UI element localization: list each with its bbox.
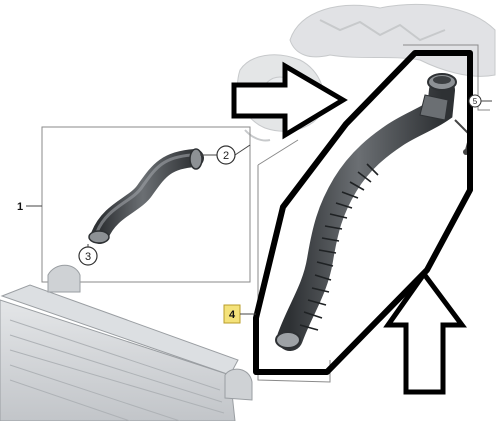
part5-callout-label: 5 [473,97,478,106]
part3-callout-label: 3 [85,251,91,263]
part4-hose [275,73,472,351]
part5-callout-circle [468,94,482,108]
part2-callout-circle [216,145,236,165]
part1-hose [88,148,204,244]
part1-callout-label: 1 [17,201,23,213]
part4-highlight-outline [253,50,473,375]
part2-callout-label: 2 [223,150,229,162]
part1-detail-box [41,126,251,283]
part3-callout-circle [78,246,98,266]
right-arrow-icon [231,61,348,140]
intercooler [0,264,253,421]
part4-callout-label: 4 [229,309,236,321]
up-arrow-icon [383,269,467,395]
